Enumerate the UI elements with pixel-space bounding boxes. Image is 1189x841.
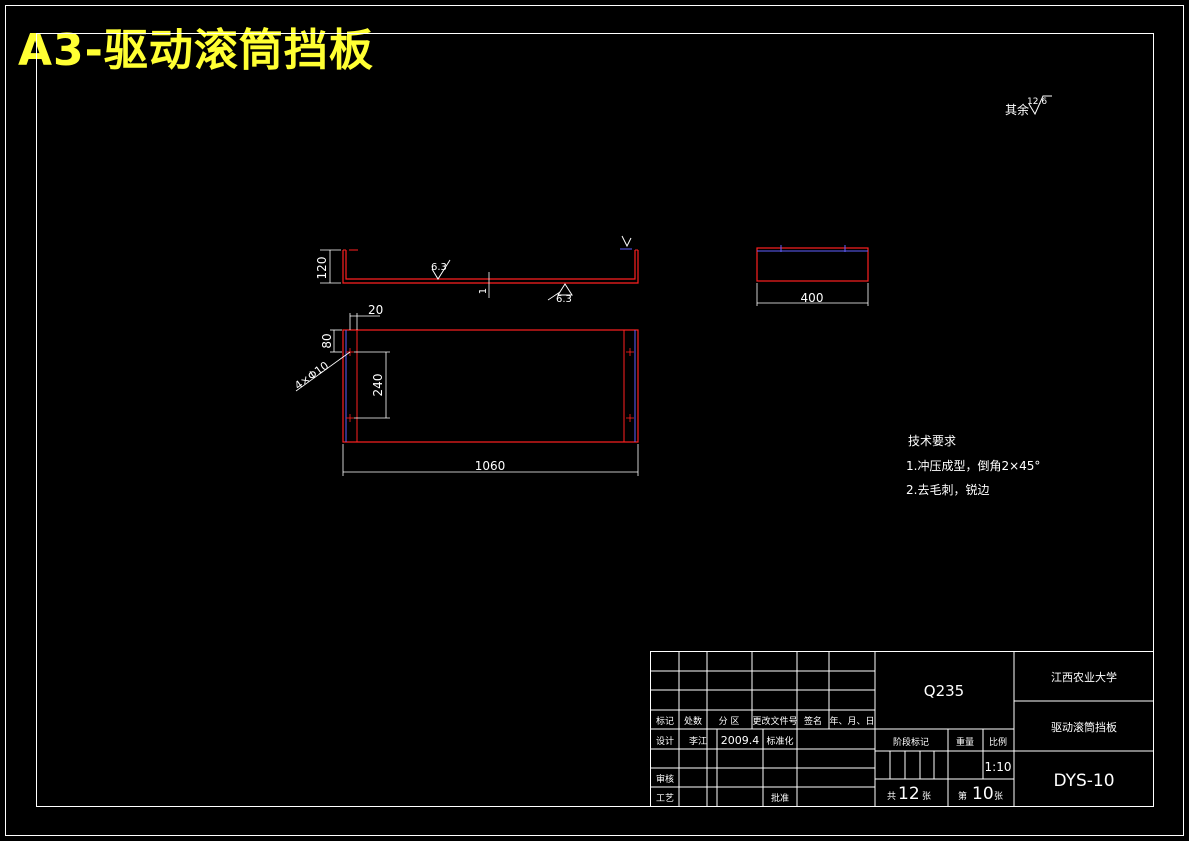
header-change-doc: 更改文件号 [752, 715, 797, 727]
tech-req-item-1: 1.冲压成型，倒角2×45° [906, 458, 1040, 473]
tech-req-item-2: 2.去毛刺，锐边 [906, 483, 989, 497]
width-dimension: 400 [801, 291, 824, 305]
plate-outline [342, 329, 639, 443]
sheets-total: 12 [898, 784, 920, 804]
side-view-outline [756, 247, 869, 282]
title-block-text: 标记 处数 分 区 更改文件号 签名 年、月、日 设计 李江 2009.4 标准… [656, 670, 1117, 804]
sheet-no-suffix: 张 [994, 791, 1003, 802]
scale-value: 1:10 [985, 760, 1012, 774]
technical-requirements: 技术要求 1.冲压成型，倒角2×45° 2.去毛刺，锐边 [906, 434, 1040, 497]
offset-dimension: 20 [368, 303, 383, 317]
header-signature: 签名 [804, 715, 822, 727]
title-block [650, 651, 1154, 807]
channel-outer-profile [342, 250, 639, 284]
weld-symbol-icon [621, 235, 632, 248]
material: Q235 [924, 682, 964, 700]
stage-label: 阶段标记 [893, 736, 929, 748]
header-date: 年、月、日 [829, 715, 874, 727]
hole-callout-leader [295, 351, 351, 392]
review-label: 审核 [656, 773, 674, 785]
hole-callout: 4×Φ10 [292, 359, 331, 392]
hole-edge-dimension: 80 [320, 333, 334, 348]
header-mark: 标记 [656, 715, 674, 727]
sheet-no: 10 [972, 784, 994, 804]
header-zone: 分 区 [719, 716, 740, 727]
organization: 江西农业大学 [1051, 670, 1117, 684]
standardization-label: 标准化 [766, 735, 793, 747]
designer-name: 李江 [689, 735, 707, 747]
roughness-top-value: 6.3 [431, 262, 447, 273]
hole-spacing-dimension: 240 [371, 374, 385, 397]
design-date: 2009.4 [721, 734, 760, 747]
scale-label: 比例 [989, 736, 1007, 748]
roughness-bottom-value: 6.3 [556, 294, 572, 305]
front-view: 120 1 6.3 6.3 [315, 235, 639, 305]
weight-label: 重量 [956, 736, 974, 748]
sheets-total-suffix: 张 [922, 791, 931, 802]
sheet-no-prefix: 第 [958, 790, 967, 802]
height-dimension: 120 [315, 257, 329, 280]
roughness-bottom-icon [557, 283, 573, 296]
tech-req-heading: 技术要求 [908, 434, 956, 448]
roughness-note-value: 12.6 [1027, 97, 1047, 107]
general-roughness-note: 其余 12.6 [1005, 95, 1052, 117]
roughness-note-prefix: 其余 [1005, 102, 1029, 117]
approve-label: 批准 [771, 792, 789, 804]
drawing-name: 驱动滚筒挡板 [1051, 720, 1117, 734]
roughness-symbol-icon [1028, 95, 1052, 116]
outer-border [5, 5, 1184, 836]
channel-inner-profile [345, 250, 636, 280]
design-label: 设计 [656, 735, 674, 747]
drawing-frame [36, 33, 1154, 807]
length-dimension: 1060 [475, 459, 506, 473]
mounting-holes [346, 348, 634, 422]
side-view: 400 [756, 245, 869, 306]
process-label: 工艺 [656, 793, 674, 804]
top-view: 20 80 240 4×Φ10 1060 [292, 303, 639, 476]
drawing-number: DYS-10 [1053, 771, 1114, 791]
thickness-dimension: 1 [478, 288, 489, 294]
header-count: 处数 [684, 715, 702, 727]
sheets-total-prefix: 共 [887, 791, 896, 802]
roughness-top-icon [431, 259, 451, 280]
